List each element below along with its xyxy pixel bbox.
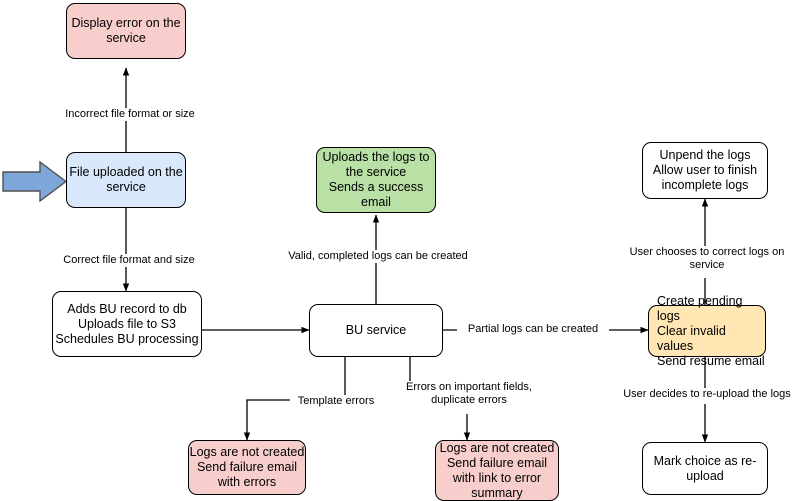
edge-label-template-errors: Template errors bbox=[290, 395, 382, 408]
node-unpend-logs[interactable]: Unpend the logs Allow user to finish inc… bbox=[642, 142, 768, 199]
edge-label-user-corrects: User chooses to correct logs on service bbox=[609, 246, 801, 272]
node-create-pending-logs[interactable]: Create pending logs Clear invalid values… bbox=[648, 294, 766, 368]
node-logs-not-created-template[interactable]: Logs are not created Send failure email … bbox=[188, 440, 306, 495]
incoming-block-arrow bbox=[2, 160, 68, 203]
node-logs-not-created-summary[interactable]: Logs are not created Send failure email … bbox=[435, 440, 559, 501]
node-display-error[interactable]: Display error on the service bbox=[66, 3, 186, 59]
edge-label-incorrect-format: Incorrect file format or size bbox=[58, 108, 202, 121]
node-file-uploaded[interactable]: File uploaded on the service bbox=[66, 152, 186, 208]
node-adds-bu-record[interactable]: Adds BU record to db Uploads file to S3 … bbox=[52, 291, 202, 357]
edge-label-important-errors: Errors on important fields, duplicate er… bbox=[392, 381, 546, 407]
edge-label-user-reuploads: User decides to re-upload the logs bbox=[618, 388, 796, 401]
node-mark-choice-reupload[interactable]: Mark choice as re- upload bbox=[642, 442, 768, 495]
node-bu-service[interactable]: BU service bbox=[309, 304, 443, 357]
edge-label-correct-format: Correct file format and size bbox=[56, 254, 202, 267]
edge-label-partial-logs: Partial logs can be created bbox=[457, 323, 609, 336]
edge-label-valid-logs: Valid, completed logs can be created bbox=[281, 250, 475, 263]
node-uploads-logs[interactable]: Uploads the logs to the service Sends a … bbox=[316, 147, 436, 213]
